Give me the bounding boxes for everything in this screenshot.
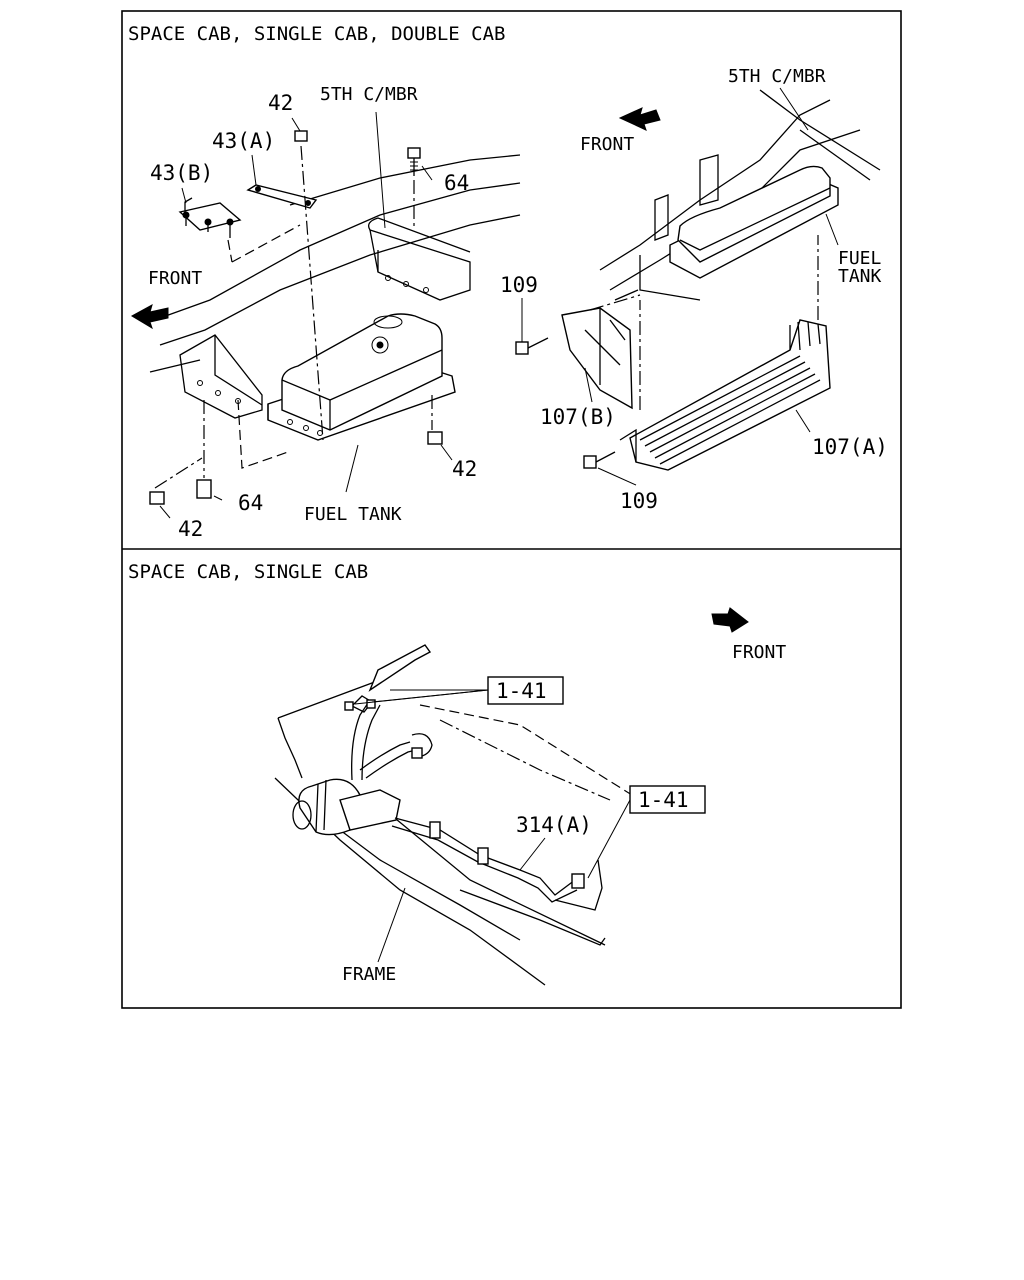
fuel-line-assembly bbox=[274, 607, 749, 986]
right-protector-assembly bbox=[515, 87, 881, 486]
label-5th-mbr-right: 5TH C/MBR bbox=[728, 66, 826, 87]
label-part-109-top: 109 bbox=[500, 273, 538, 297]
label-part-42-right: 42 bbox=[452, 457, 477, 481]
label-part-42-top: 42 bbox=[268, 91, 293, 115]
ref-box-1-41-a bbox=[487, 676, 564, 705]
ref-box-1-41-b bbox=[629, 785, 706, 814]
label-fuel-tank: FUEL TANK bbox=[304, 504, 402, 525]
label-front-left: FRONT bbox=[148, 268, 202, 289]
label-5th-mbr-left: 5TH C/MBR bbox=[320, 84, 418, 105]
label-part-43b: 43(B) bbox=[150, 161, 213, 185]
front-arrow-icon bbox=[711, 607, 749, 633]
left-tank-assembly bbox=[130, 111, 521, 519]
diagram-border bbox=[121, 10, 902, 1009]
label-part-64-bottom: 64 bbox=[238, 491, 263, 515]
label-frame: FRAME bbox=[342, 964, 396, 985]
label-ref-1-41-a: 1-41 bbox=[496, 679, 547, 703]
label-ref-1-41-b: 1-41 bbox=[638, 788, 689, 812]
label-part-107b: 107(B) bbox=[540, 405, 616, 429]
label-part-42-bottom: 42 bbox=[178, 517, 203, 541]
panel-2-title: SPACE CAB, SINGLE CAB bbox=[128, 561, 368, 583]
label-front-panel2: FRONT bbox=[732, 642, 786, 663]
label-part-109-bottom: 109 bbox=[620, 489, 658, 513]
label-tank: TANK bbox=[838, 266, 882, 287]
label-front-right: FRONT bbox=[580, 134, 634, 155]
label-part-43a: 43(A) bbox=[212, 129, 275, 153]
label-fuel: FUEL bbox=[838, 248, 882, 269]
label-part-64-top: 64 bbox=[444, 171, 469, 195]
label-part-107a: 107(A) bbox=[812, 435, 888, 459]
label-part-314a: 314(A) bbox=[516, 813, 592, 837]
front-arrow-icon bbox=[130, 303, 169, 330]
panel-1-title: SPACE CAB, SINGLE CAB, DOUBLE CAB bbox=[128, 23, 506, 45]
front-arrow-icon bbox=[618, 107, 661, 131]
